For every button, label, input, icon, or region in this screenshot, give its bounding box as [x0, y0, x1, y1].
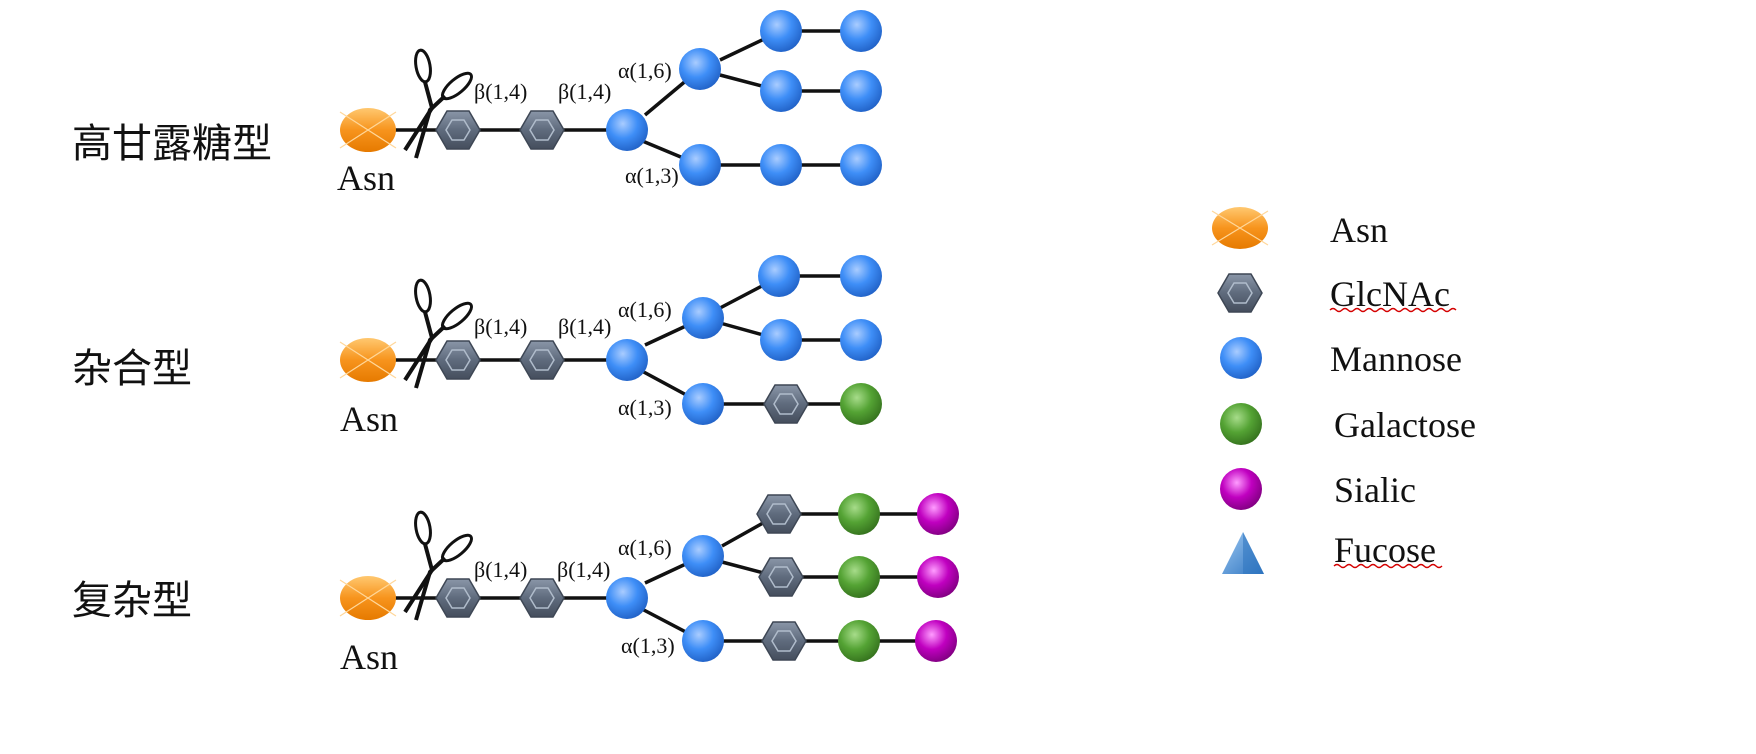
mannose-residue — [760, 319, 802, 361]
mannose-residue — [840, 10, 882, 52]
asn-residue — [339, 338, 397, 382]
link-label: β(1,4) — [474, 557, 527, 582]
mannose-residue — [760, 70, 802, 112]
link-label: β(1,4) — [557, 557, 610, 582]
mannose-residue — [840, 70, 882, 112]
spellcheck-underline — [1329, 307, 1457, 313]
glcnac-residue — [519, 578, 565, 618]
legend-label: Fucose — [1334, 530, 1436, 570]
glcnac-residue — [519, 110, 565, 150]
link-label: α(1,6) — [618, 535, 672, 560]
glcnac-residue — [435, 340, 481, 380]
mannose-residue — [840, 319, 882, 361]
mannose-residue — [758, 255, 800, 297]
scissors-icon — [403, 510, 474, 621]
mannose-residue — [682, 620, 724, 662]
link-label: α(1,3) — [618, 395, 672, 420]
legend-label: Asn — [1330, 210, 1388, 250]
asn-residue — [339, 108, 397, 152]
scissors-icon — [403, 278, 474, 389]
asn-label: Asn — [340, 637, 398, 677]
type-label: 杂合型 — [72, 346, 192, 392]
legend-label: Galactose — [1334, 405, 1476, 445]
galactose-residue — [838, 556, 880, 598]
fucose-icon — [1222, 532, 1264, 574]
link-label: α(1,3) — [625, 163, 679, 188]
legend-item-glcnac: GlcNAc — [1217, 273, 1457, 314]
link-label: α(1,3) — [621, 633, 675, 658]
mannose-residue — [682, 297, 724, 339]
link-label: α(1,6) — [618, 297, 672, 322]
mannose-residue — [679, 144, 721, 186]
mannose-residue — [606, 109, 648, 151]
legend-item-asn: Asn — [1211, 207, 1388, 250]
glycan-hybrid: 杂合型 Asn — [72, 255, 882, 439]
asn-label: Asn — [337, 158, 395, 198]
link-label: β(1,4) — [558, 79, 611, 104]
legend: Asn GlcNAc Mannose Galactose Sialic — [1211, 207, 1476, 574]
mannose-residue — [679, 48, 721, 90]
link-label: α(1,6) — [618, 58, 672, 83]
glcnac-residue — [435, 578, 481, 618]
glcnac-residue — [763, 384, 809, 424]
legend-item-mannose: Mannose — [1220, 337, 1462, 379]
type-label: 高甘露糖型 — [72, 121, 272, 167]
sialic-residue — [915, 620, 957, 662]
glycan-complex: 复杂型 Asn — [72, 493, 959, 677]
galactose-residue — [838, 620, 880, 662]
sialic-residue — [917, 493, 959, 535]
legend-label: Sialic — [1334, 470, 1416, 510]
mannose-residue — [760, 10, 802, 52]
mannose-residue — [682, 383, 724, 425]
mannose-residue — [606, 577, 648, 619]
mannose-icon — [1220, 337, 1262, 379]
glcnac-residue — [758, 557, 804, 597]
sialic-icon — [1220, 468, 1262, 510]
legend-label: Mannose — [1330, 339, 1462, 379]
asn-icon — [1211, 207, 1269, 249]
glcnac-residue — [761, 621, 807, 661]
type-label: 复杂型 — [72, 578, 192, 624]
spellcheck-underline — [1333, 563, 1443, 569]
sialic-residue — [917, 556, 959, 598]
glycan-high-mannose: 高甘露糖型 Asn — [72, 10, 882, 198]
glcnac-residue — [756, 494, 802, 534]
glcnac-icon — [1217, 273, 1263, 313]
mannose-residue — [682, 535, 724, 577]
scissors-icon — [403, 48, 474, 159]
link-label: β(1,4) — [558, 314, 611, 339]
mannose-residue — [606, 339, 648, 381]
glcnac-residue — [435, 110, 481, 150]
asn-residue — [339, 576, 397, 620]
legend-label: GlcNAc — [1330, 274, 1450, 314]
legend-item-galactose: Galactose — [1220, 403, 1476, 445]
galactose-residue — [840, 383, 882, 425]
link-label: β(1,4) — [474, 79, 527, 104]
asn-label: Asn — [340, 399, 398, 439]
link-label: β(1,4) — [474, 314, 527, 339]
mannose-residue — [840, 144, 882, 186]
galactose-residue — [838, 493, 880, 535]
galactose-icon — [1220, 403, 1262, 445]
glcnac-residue — [519, 340, 565, 380]
mannose-residue — [760, 144, 802, 186]
mannose-residue — [840, 255, 882, 297]
legend-item-sialic: Sialic — [1220, 468, 1416, 510]
legend-item-fucose: Fucose — [1222, 530, 1443, 574]
